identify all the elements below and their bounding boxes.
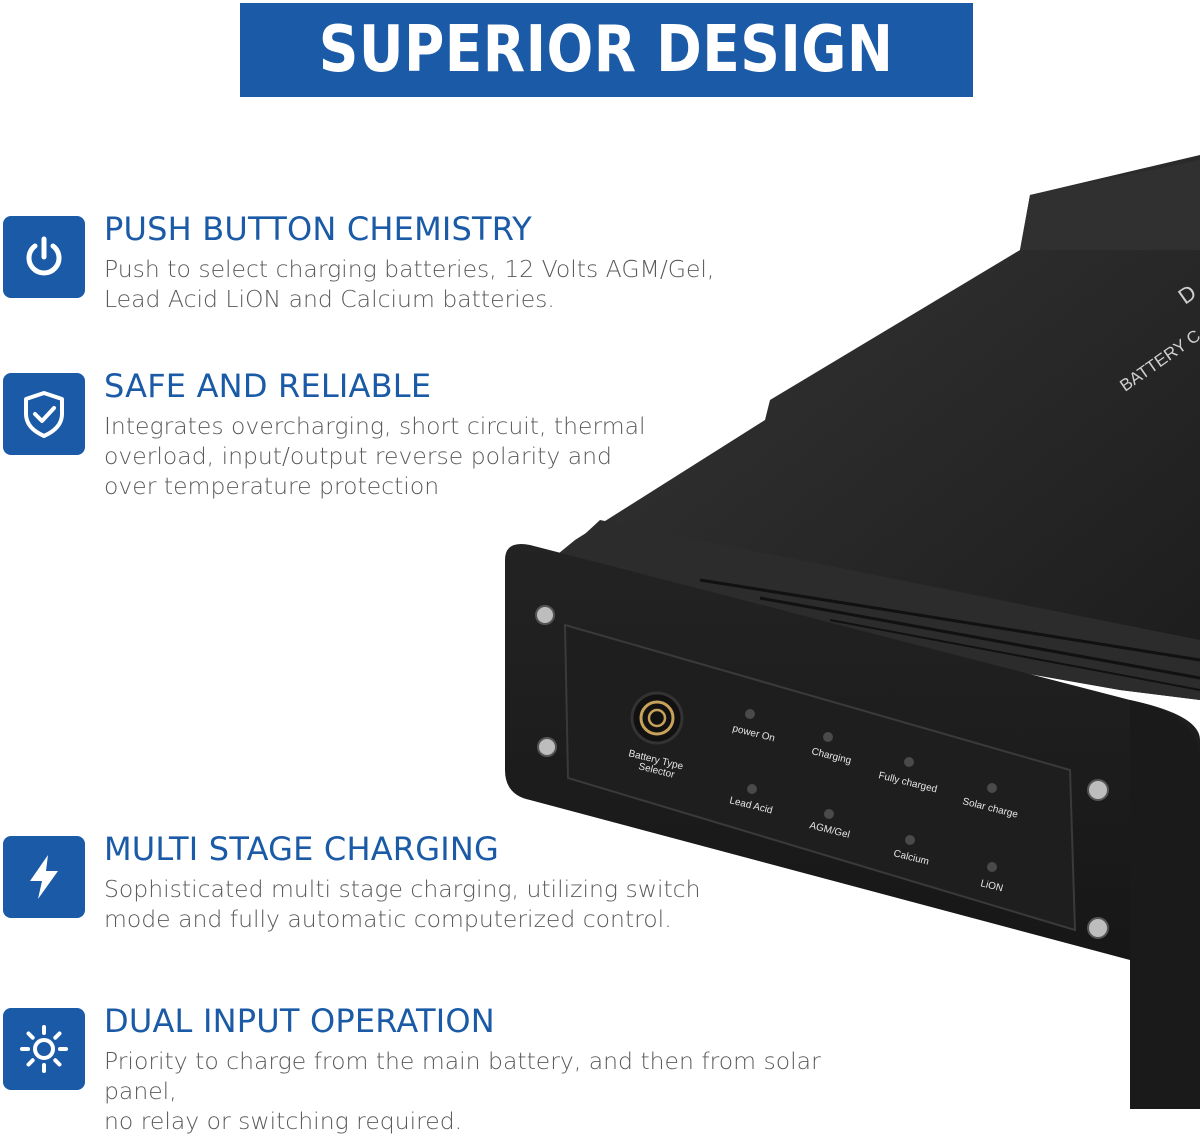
feature-description: Push to select charging batteries, 12 Vo… <box>104 254 714 314</box>
screw <box>1087 917 1109 939</box>
feature-description-line: Sophisticated multi stage charging, util… <box>104 875 701 903</box>
led-lead-acid <box>747 784 757 794</box>
power-icon <box>3 216 85 298</box>
feature-title: DUAL INPUT OPERATION <box>104 1002 495 1040</box>
battery-charger-device: Battery Type Selector power On Charging … <box>505 155 1200 1109</box>
led-fully-charged <box>904 757 914 767</box>
feature-description-line: over temperature protection <box>104 472 440 500</box>
led-calcium <box>905 835 915 845</box>
feature-title: PUSH BUTTON CHEMISTRY <box>104 210 532 248</box>
screw <box>535 605 555 625</box>
screw <box>1087 779 1109 801</box>
indicator-label: LiON <box>979 878 1004 894</box>
feature-description: Sophisticated multi stage charging, util… <box>104 874 701 934</box>
feature-description-line: Integrates overcharging, short circuit, … <box>104 412 646 440</box>
lightning-icon <box>3 836 85 918</box>
feature-title: SAFE AND RELIABLE <box>104 367 432 405</box>
led-solar-charge <box>987 783 997 793</box>
feature-description: Integrates overcharging, short circuit, … <box>104 411 646 501</box>
screw <box>537 737 557 757</box>
led-agm-gel <box>824 809 834 819</box>
feature-description-line: overload, input/output reverse polarity … <box>104 442 612 470</box>
battery-type-selector-button <box>630 691 684 745</box>
led-charging <box>823 732 833 742</box>
feature-description-line: mode and fully automatic computerized co… <box>104 905 672 933</box>
feature-description-line: Lead Acid LiON and Calcium batteries. <box>104 285 555 313</box>
led-lion <box>987 862 997 872</box>
feature-description-line: Push to select charging batteries, 12 Vo… <box>104 255 715 283</box>
sun-icon <box>3 1008 85 1090</box>
control-panel <box>563 623 1077 932</box>
led-power-on <box>745 709 755 719</box>
feature-description-line: no relay or switching required. <box>104 1107 463 1135</box>
shield-check-icon <box>3 373 85 455</box>
page-title: SUPERIOR DESIGN <box>319 13 894 87</box>
header-banner: SUPERIOR DESIGN <box>240 3 973 97</box>
feature-description: Priority to charge from the main battery… <box>104 1046 900 1136</box>
feature-title: MULTI STAGE CHARGING <box>104 830 499 868</box>
feature-description-line: Priority to charge from the main battery… <box>104 1047 821 1105</box>
